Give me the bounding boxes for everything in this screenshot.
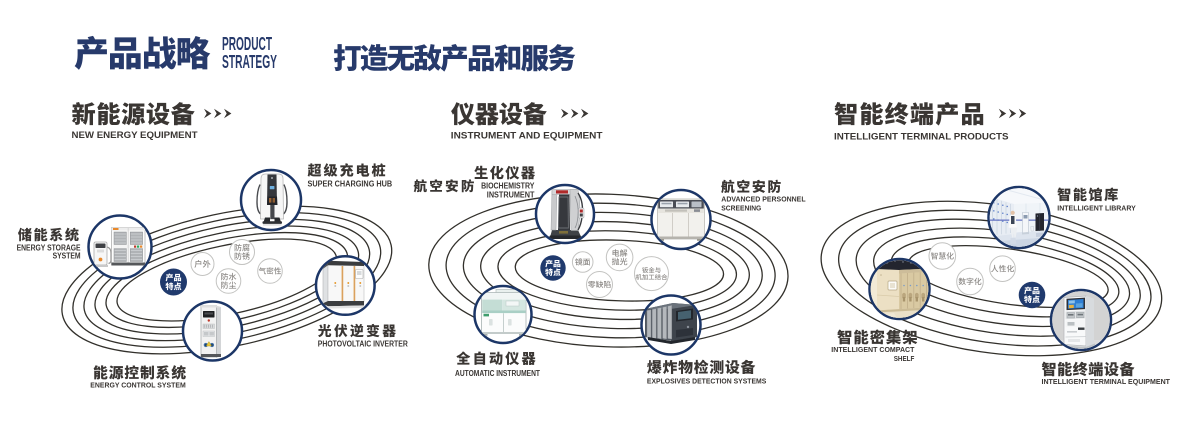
svg-text:NEW ENERGY EQUIPMENT: NEW ENERGY EQUIPMENT [72, 130, 198, 140]
svg-text:INTELLIGENT TERMINAL PRODUCTS: INTELLIGENT TERMINAL PRODUCTS [834, 131, 1009, 141]
svg-text:SUPER CHARGING HUB: SUPER CHARGING HUB [308, 180, 393, 189]
svg-text:SCREENING: SCREENING [721, 203, 761, 212]
svg-text:ENERGY CONTROL SYSTEM: ENERGY CONTROL SYSTEM [90, 380, 185, 389]
svg-text:PRODUCT: PRODUCT [222, 34, 272, 54]
svg-text:INSTRUMENT: INSTRUMENT [487, 191, 535, 200]
svg-text:EXPLOSIVES DETECTION SYSTEMS: EXPLOSIVES DETECTION SYSTEMS [647, 376, 766, 385]
svg-text:INTELLIGENT COMPACT: INTELLIGENT COMPACT [831, 345, 915, 354]
svg-text:INTELLIGENT LIBRARY: INTELLIGENT LIBRARY [1057, 203, 1136, 212]
svg-text:ADVANCED PERSONNEL: ADVANCED PERSONNEL [721, 194, 806, 203]
svg-text:INTELLIGENT TERMINAL EQUIPMENT: INTELLIGENT TERMINAL EQUIPMENT [1042, 379, 1171, 386]
svg-text:BIOCHEMISTRY: BIOCHEMISTRY [481, 181, 535, 190]
svg-text:INSTRUMENT AND EQUIPMENT: INSTRUMENT AND EQUIPMENT [451, 130, 603, 140]
svg-text:SHELF: SHELF [894, 354, 915, 363]
svg-text:STRATEGY: STRATEGY [222, 52, 277, 72]
svg-text:AUTOMATIC INSTRUMENT: AUTOMATIC INSTRUMENT [455, 369, 540, 378]
svg-text:PHOTOVOLTAIC INVERTER: PHOTOVOLTAIC INVERTER [318, 340, 408, 349]
svg-text:SYSTEM: SYSTEM [53, 251, 81, 260]
